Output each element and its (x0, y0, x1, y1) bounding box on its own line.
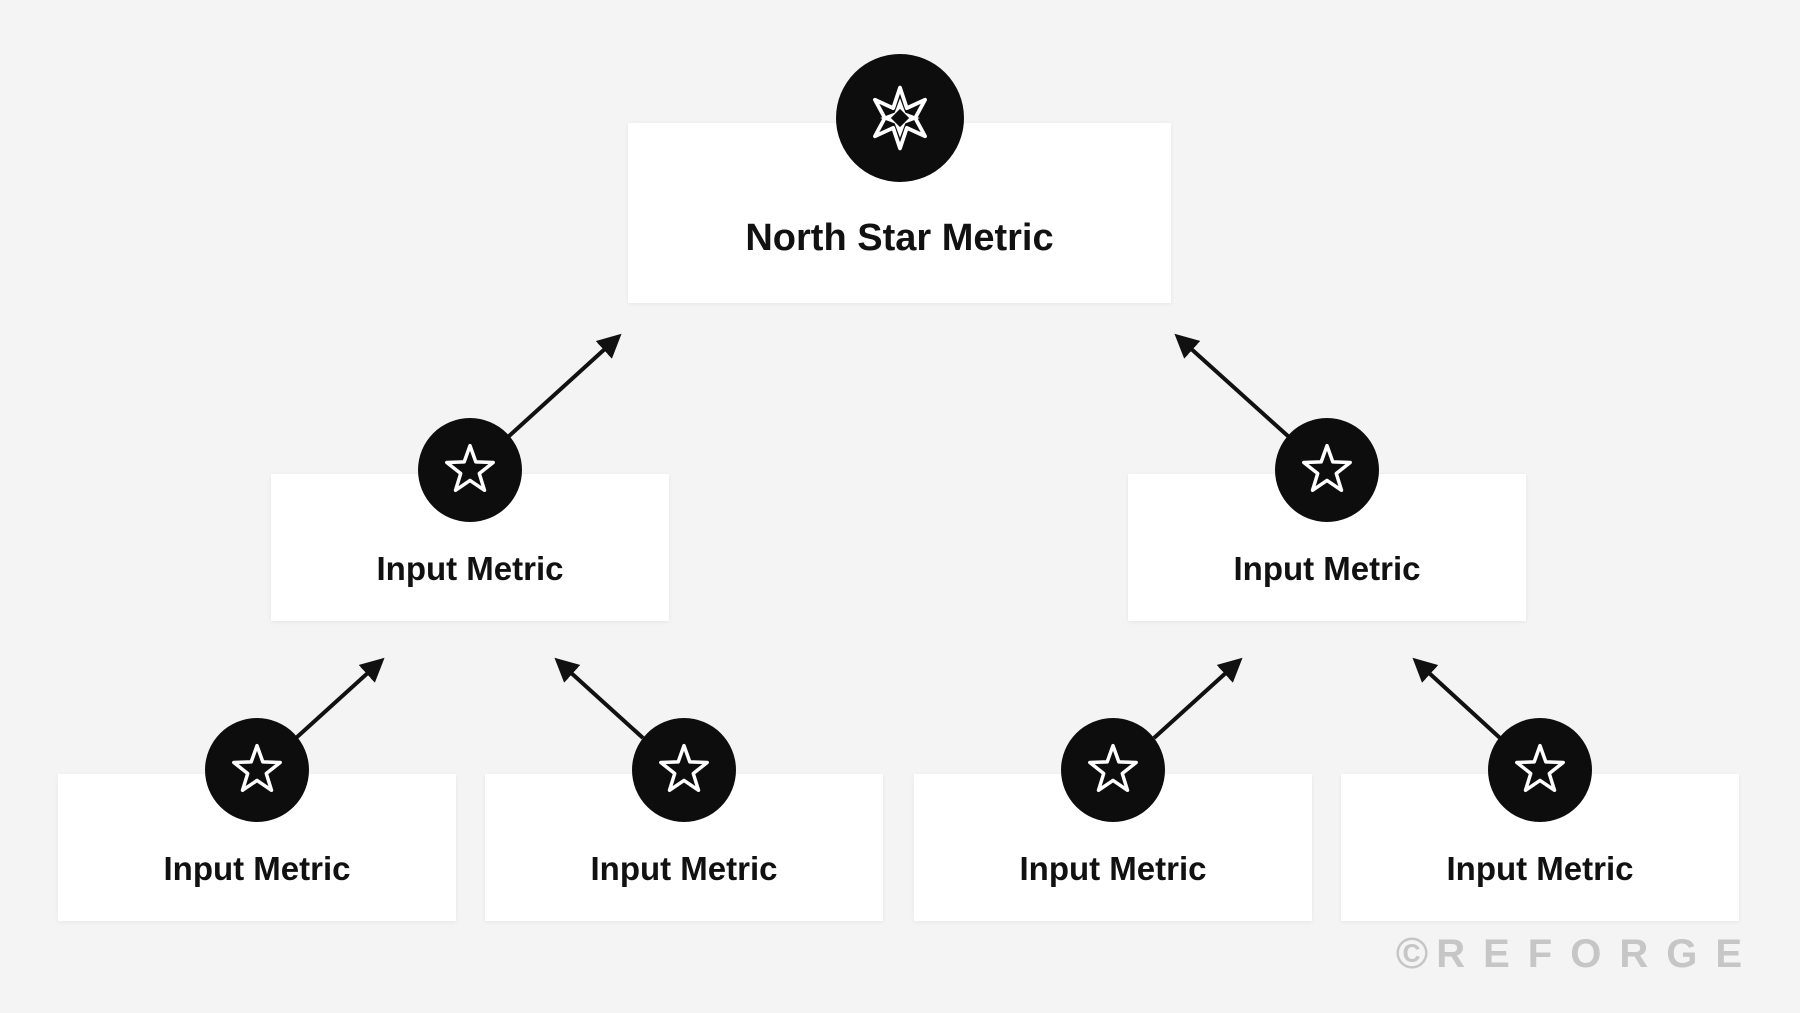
arrow-leaf3-to-right-mid (1152, 657, 1243, 740)
copyright-symbol: © (1395, 929, 1429, 978)
input-metric-label: Input Metric (1019, 849, 1207, 887)
compass-star-icon (836, 54, 964, 182)
star-icon (1275, 418, 1379, 522)
north-star-metric-label: North Star Metric (745, 216, 1054, 259)
arrow-leaf1-to-left-mid (294, 657, 385, 740)
input-metric-box-l2-3: Input Metric (914, 774, 1312, 921)
star-icon (418, 418, 522, 522)
star-icon (205, 718, 309, 822)
north-star-metric-box: North Star Metric (628, 123, 1171, 303)
input-metric-label: Input Metric (1233, 549, 1421, 587)
arrow-leaf4-to-right-mid (1412, 657, 1502, 740)
arrow-left-mid-to-root (506, 333, 622, 439)
star-icon (1488, 718, 1592, 822)
input-metric-label: Input Metric (590, 849, 778, 887)
star-icon (1061, 718, 1165, 822)
input-metric-label: Input Metric (376, 549, 564, 587)
star-icon (632, 718, 736, 822)
arrow-leaf2-to-left-mid (554, 657, 645, 740)
input-metric-label: Input Metric (163, 849, 351, 887)
input-metric-label: Input Metric (1446, 849, 1634, 887)
reforge-watermark: © REFORGE (1396, 929, 1760, 979)
arrow-right-mid-to-root (1174, 333, 1291, 439)
watermark-text: REFORGE (1436, 931, 1760, 976)
